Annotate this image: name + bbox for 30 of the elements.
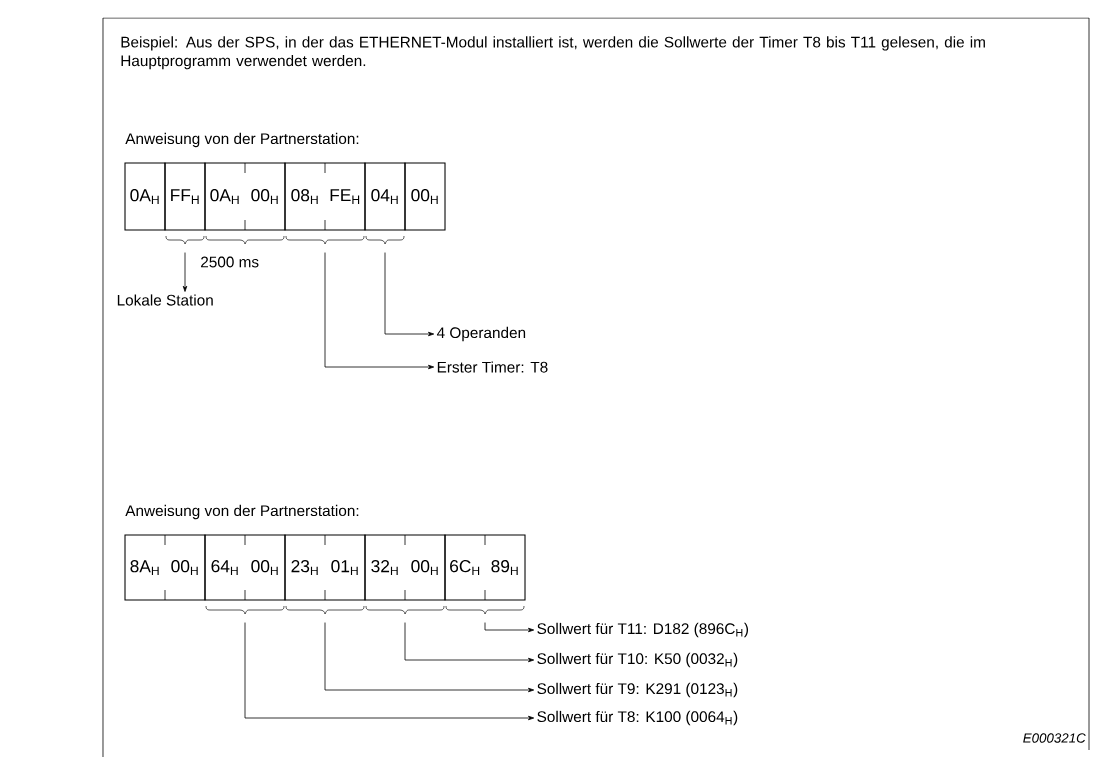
leader-text: Sollwert für T9: K291 (0123$_{H}$) (537, 682, 738, 698)
leader-line (484, 622, 535, 633)
leader-text: 4 Operanden (436, 326, 526, 342)
field-box: 23$_{H}$ 01$_{H}$ (284, 534, 366, 601)
leader-line (404, 622, 535, 663)
leader-text: Lokale Station (117, 294, 213, 306)
leader-text: Sollwert für T11: D182 (896C$_{H}$) (537, 622, 749, 638)
note-text: Anweisung von der Partnerstation: (125, 504, 359, 520)
field-box: 08$_{H}$ FE$_{H}$ (284, 162, 366, 231)
note-text: Anweisung von der Partnerstation: (125, 132, 359, 148)
field-box: 6C$_{H}$ 89$_{H}$ (444, 534, 526, 601)
leader-line (182, 252, 188, 292)
field-box: 00$_{H}$ (404, 162, 446, 231)
field-box: 64$_{H}$ 00$_{H}$ (204, 534, 286, 601)
field-box: 0A$_{H}$ 00$_{H}$ (204, 162, 286, 231)
figure-code: E000321C (1023, 733, 1086, 743)
note-text: 2500 ms (201, 256, 259, 268)
field-box: 8A$_{H}$ 00$_{H}$ (124, 534, 206, 601)
field-box: 32$_{H}$ 00$_{H}$ (364, 534, 446, 601)
leader-line (244, 622, 535, 721)
field-box: 0A$_{H}$ (124, 162, 166, 231)
field-box: FF$_{H}$ (164, 162, 206, 231)
leader-line (324, 252, 435, 370)
leader-text: Sollwert für T8: K100 (0064$_{H}$) (537, 710, 738, 726)
leader-line (384, 252, 435, 337)
field-box: 04$_{H}$ (364, 162, 406, 231)
leader-text: Erster Timer: T8 (437, 361, 548, 373)
title: Beispiel: Aus der SPS, in der das ETHERNET-Modul installiert ist, werden die Sollwerte der Timer T8 bis T11 gelesen, die im Hauptprogramm verwendet werden. (121, 36, 985, 70)
leader-text: Sollwert für T10: K50 (0032$_{H}$) (537, 652, 738, 668)
leader-line (324, 622, 535, 693)
